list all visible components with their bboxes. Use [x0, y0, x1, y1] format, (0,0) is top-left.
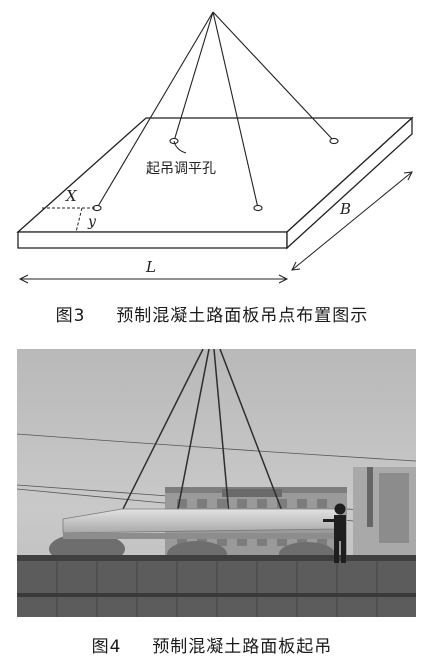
truck-trailers: [17, 555, 416, 617]
slab-front-face: [17, 231, 288, 249]
lifting-hole: [329, 137, 339, 145]
figure4-caption-number: 图4: [91, 637, 122, 657]
figure3-caption-text: 预制混凝土路面板吊点布置图示: [116, 306, 369, 326]
dimension-label-l: L: [145, 258, 156, 276]
figure3-caption-number: 图3: [55, 306, 86, 326]
figure4-caption-text: 预制混凝土路面板起吊: [152, 637, 333, 657]
offset-label-y: y: [87, 214, 97, 230]
hole-label: 起吊调平孔: [146, 161, 216, 177]
offset-label-x: X: [65, 187, 78, 205]
lifting-cables: [96, 11, 335, 209]
figure4-caption: 图4 预制混凝土路面板起吊: [0, 632, 424, 657]
lifting-point-diagram: 起吊调平孔 X y B L: [16, 11, 414, 284]
slab-lifting-photo: [17, 349, 416, 617]
worker: [323, 503, 346, 563]
slab-right-face: [286, 116, 413, 250]
lifting-hole: [253, 204, 263, 212]
suspended-slab: [62, 508, 344, 539]
figure3-caption: 图3 预制混凝土路面板吊点布置图示: [0, 301, 424, 326]
offset-dimension: [42, 207, 95, 233]
hole-label-leader: [173, 140, 187, 154]
lifting-chains: [121, 349, 283, 515]
dimension-l: [18, 274, 289, 284]
lifting-holes: [92, 137, 339, 212]
dimension-b: [291, 171, 413, 271]
dimension-label-b: B: [339, 200, 351, 218]
